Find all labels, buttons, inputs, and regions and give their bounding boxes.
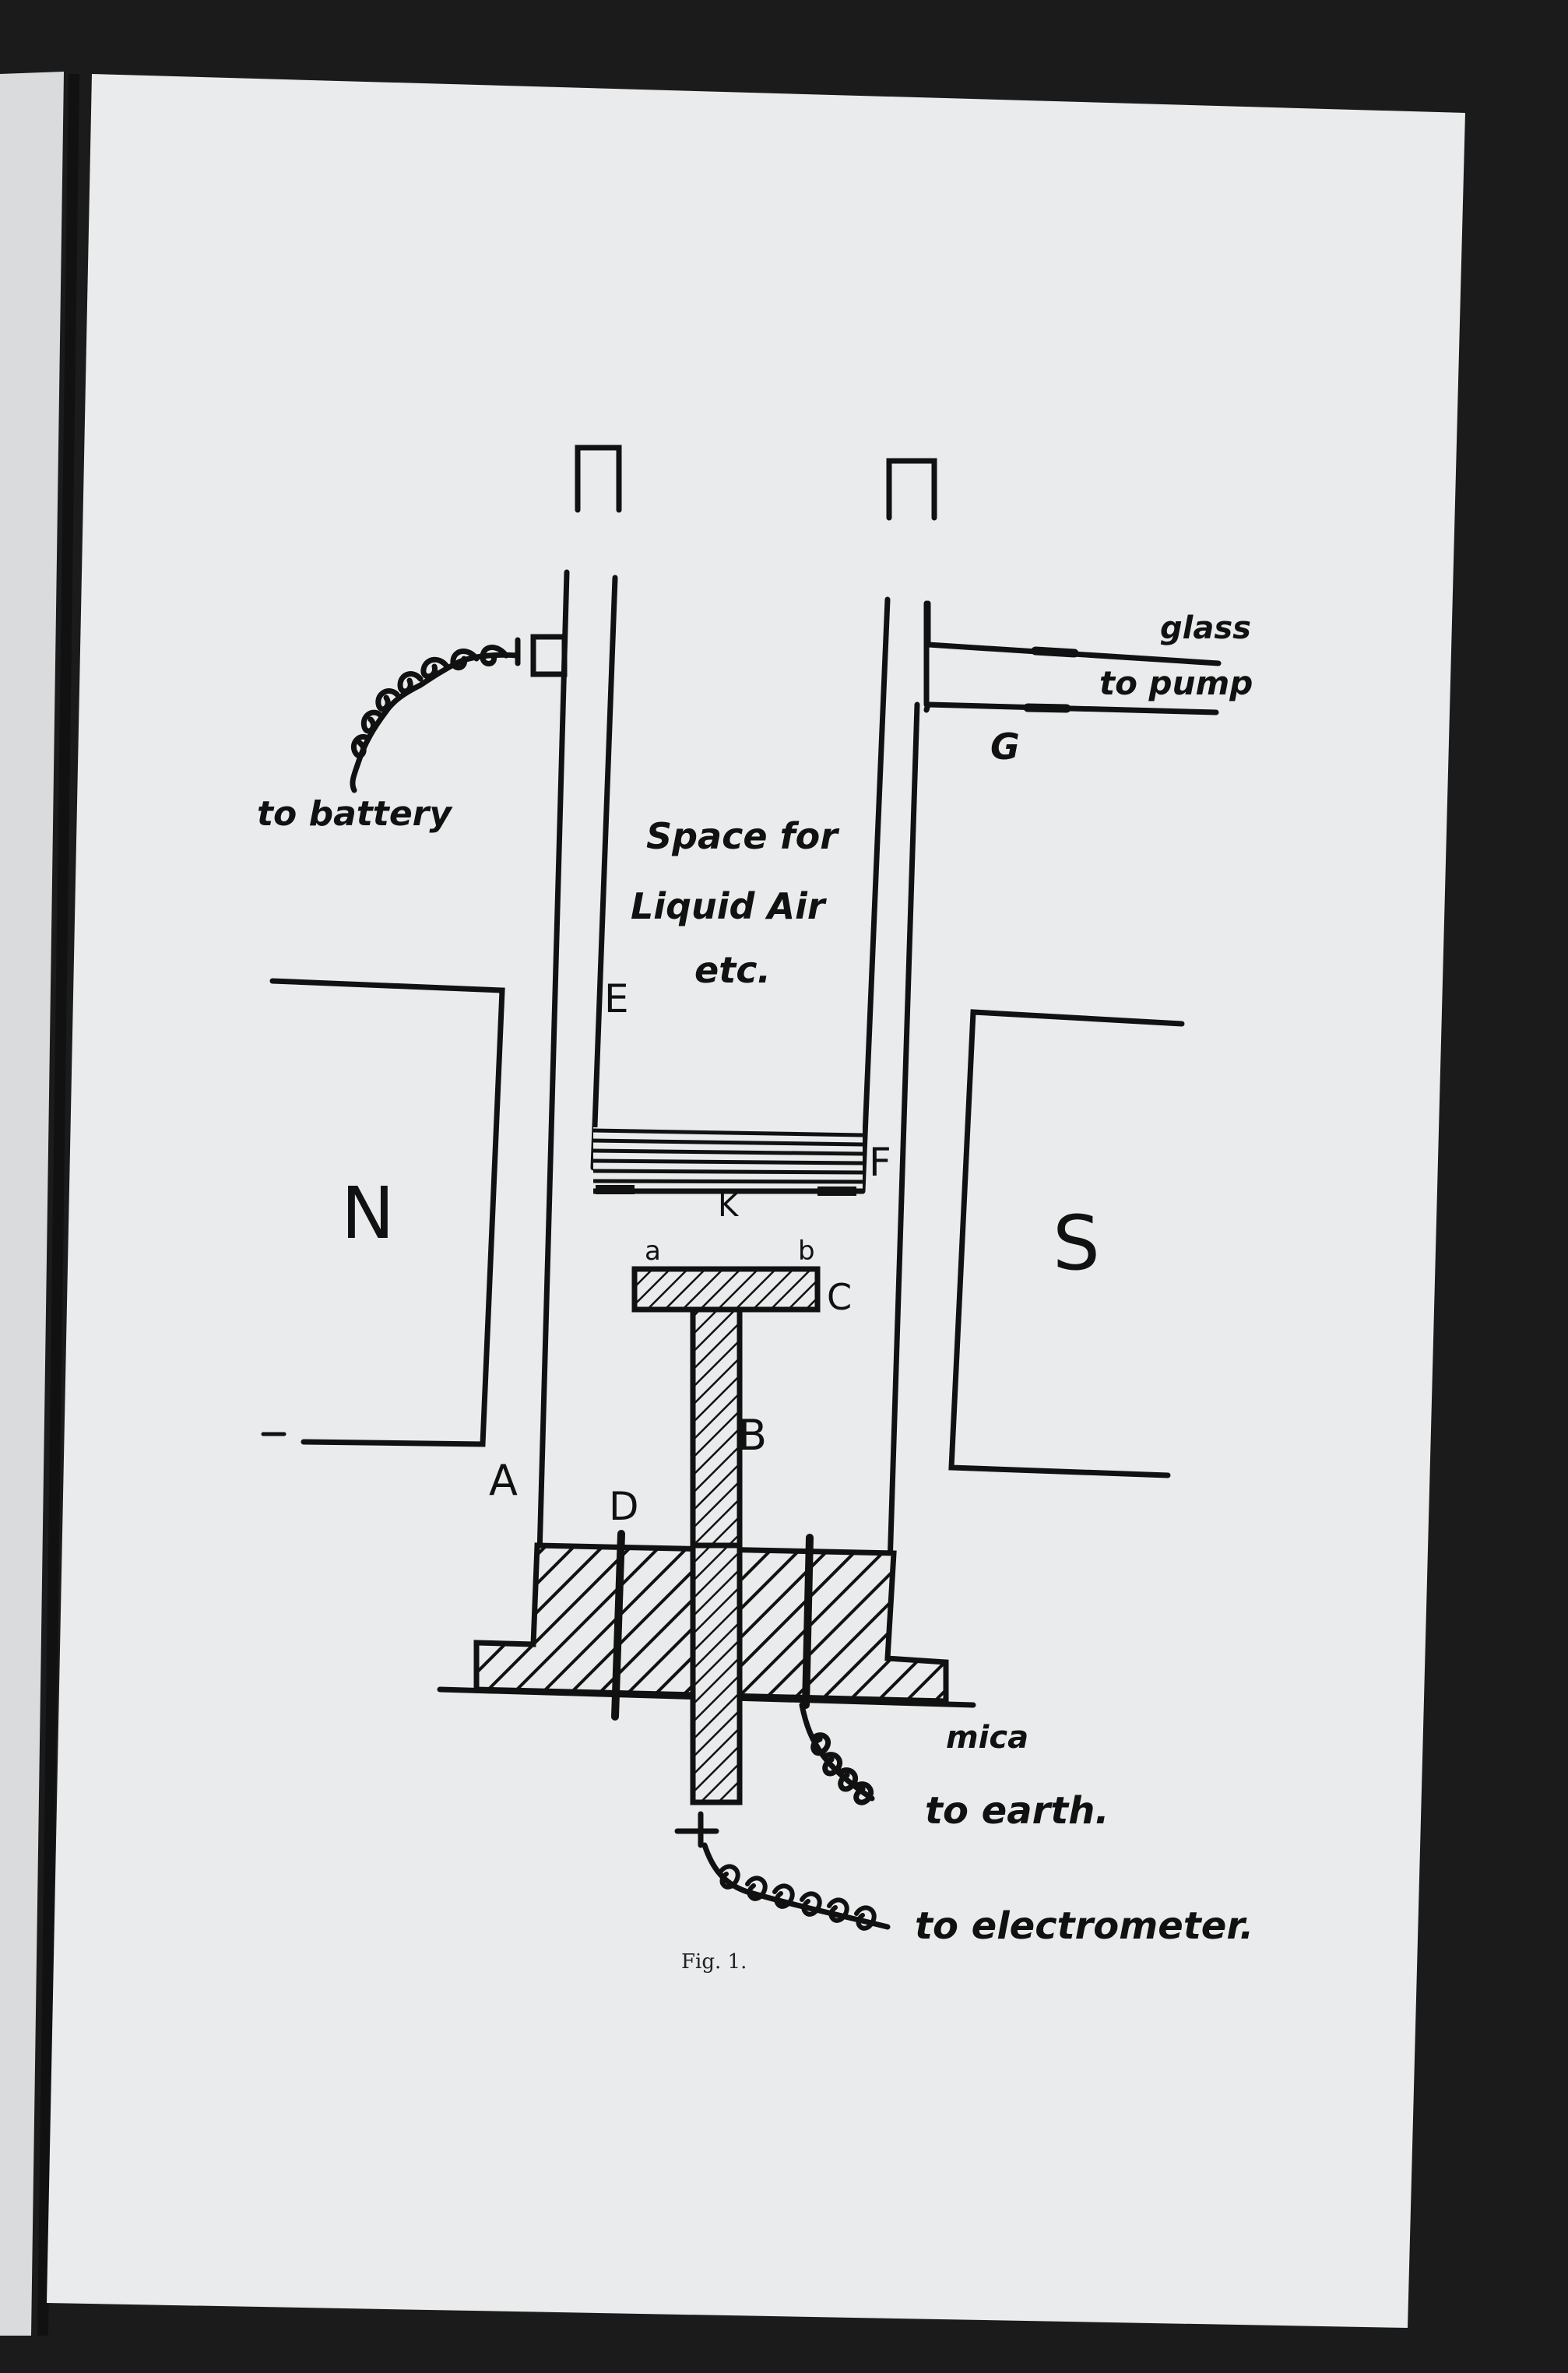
label-k: K [718, 1188, 740, 1224]
label-glass: glass [1160, 610, 1251, 646]
label-e: E [604, 976, 629, 1021]
label-to-electrometer: to electrometer. [915, 1904, 1253, 1948]
magnet-n [269, 978, 505, 1447]
inner-wall-left [590, 575, 618, 1171]
label-b-small: b [798, 1236, 815, 1267]
battery-terminal [530, 634, 568, 677]
label-c: C [827, 1276, 852, 1318]
label-space-line1: Space for [646, 815, 840, 857]
pump-tube [923, 701, 1219, 715]
earth-wire [799, 1702, 875, 1805]
electrometer-wire [674, 1811, 891, 1930]
earth-pin [802, 1534, 814, 1709]
pin-d [611, 1530, 625, 1721]
label-space-line3: etc. [694, 949, 771, 991]
magnet-s [948, 1009, 1185, 1478]
label-mica: mica [946, 1720, 1028, 1756]
figure-caption: Fig. 1. [681, 1950, 747, 1974]
adjacent-page-strip [0, 72, 64, 2336]
label-a-small: a [645, 1236, 661, 1267]
label-g: G [990, 726, 1020, 768]
base-plug [473, 1542, 949, 1805]
label-to-battery: to battery [257, 794, 453, 834]
top-stub-right [886, 458, 937, 521]
outer-wall-right [884, 701, 920, 1642]
label-to-pump: to pump [1099, 664, 1253, 702]
inner-wall-right [860, 596, 891, 1194]
label-s: S [1053, 1200, 1100, 1287]
plate-c [631, 1266, 821, 1313]
label-a: A [489, 1456, 518, 1505]
top-stub-left [575, 445, 622, 513]
label-space-line2: Liquid Air [631, 885, 828, 927]
label-d: D [609, 1484, 639, 1529]
glass-tube [925, 600, 1222, 666]
paper-page [47, 74, 1465, 2328]
label-b: B [738, 1411, 767, 1460]
label-to-earth: to earth. [925, 1789, 1109, 1833]
label-n: N [341, 1172, 395, 1255]
battery-coil [351, 645, 509, 759]
electrometer-coil [718, 1864, 877, 1931]
outer-wall-left [534, 569, 570, 1642]
vessel-bottom-k [592, 1127, 863, 1196]
label-f: F [869, 1140, 891, 1185]
